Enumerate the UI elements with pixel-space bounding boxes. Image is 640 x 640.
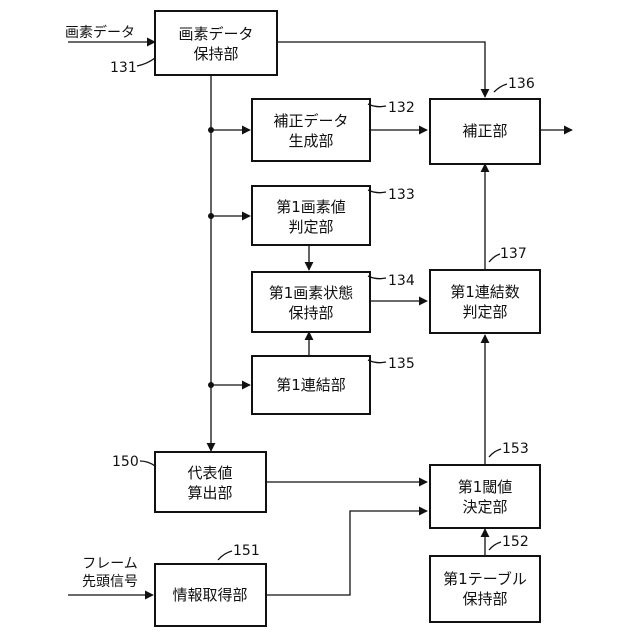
first-threshold-decision-block: 第1閾値 決定部 [430,465,540,528]
block-label-line1: 第1テーブル [443,570,527,588]
ref-number-131: 131 [110,60,137,76]
first-pixel-state-holding-block: 第1画素状態 保持部 [252,272,370,332]
block-label-line1: 第1画素状態 [269,284,354,302]
ref-leader-150 [140,461,155,466]
block-label-line1: 補正データ [273,112,348,130]
correction-block: 補正部 [430,99,540,164]
ref-number-134: 134 [388,273,415,289]
block-label-line2: 生成部 [288,132,333,150]
pixel-data-holding-block: 画素データ 保持部 [155,11,277,75]
info-to-threshold-arrow [266,511,427,595]
block-label-line2: 算出部 [187,484,232,502]
block-label-line2: 保持部 [462,590,507,608]
block-label-line1: 第1閾値 [458,478,513,496]
correction-data-gen-block: 補正データ 生成部 [252,99,370,161]
pixel-data-input-label: 画素データ [65,24,135,41]
block-label-line1: 補正部 [462,122,507,140]
ref-number-153: 153 [502,441,529,457]
first-pixel-value-judge-block: 第1画素値 判定部 [252,186,370,245]
ref-number-150: 150 [112,454,139,470]
first-connection-block: 第1連結部 [252,356,370,414]
ref-number-132: 132 [388,100,415,116]
block-label-line1: 第1連結部 [276,376,346,394]
block-label-line1: 代表値 [187,464,232,482]
representative-value-calc-block: 代表値 算出部 [155,452,266,512]
ref-number-137: 137 [500,246,527,262]
ref-leader-137 [489,254,500,262]
block-label-line2: 決定部 [462,498,507,516]
ref-leader-153 [489,449,501,457]
block-label-line2: 判定部 [288,218,333,236]
info-acquisition-block: 情報取得部 [155,564,266,626]
ref-number-152: 152 [502,534,529,550]
ref-leader-131 [137,58,155,66]
holding-to-correction-arrow [277,42,485,97]
frame-signal-label-line1: フレーム [82,556,138,572]
block-label-line1: 第1連結数 [450,283,520,301]
ref-number-136: 136 [508,76,535,92]
ref-number-135: 135 [388,356,415,372]
ref-leader-136 [494,84,507,92]
first-table-holding-block: 第1テーブル 保持部 [430,556,540,622]
block-label-line1: 情報取得部 [172,586,247,604]
block-label-line1: 画素データ [178,25,253,43]
frame-signal-label-line2: 先頭信号 [82,574,138,590]
block-label-line2: 保持部 [193,45,238,63]
block-label-line1: 第1画素値 [276,198,346,216]
block-label-line2: 判定部 [462,303,507,321]
ref-number-133: 133 [388,187,415,203]
first-connection-count-judge-block: 第1連結数 判定部 [430,270,540,333]
ref-number-151: 151 [233,543,260,559]
ref-leader-151 [218,551,232,560]
ref-leader-152 [489,542,501,550]
block-label-line2: 保持部 [288,304,333,322]
